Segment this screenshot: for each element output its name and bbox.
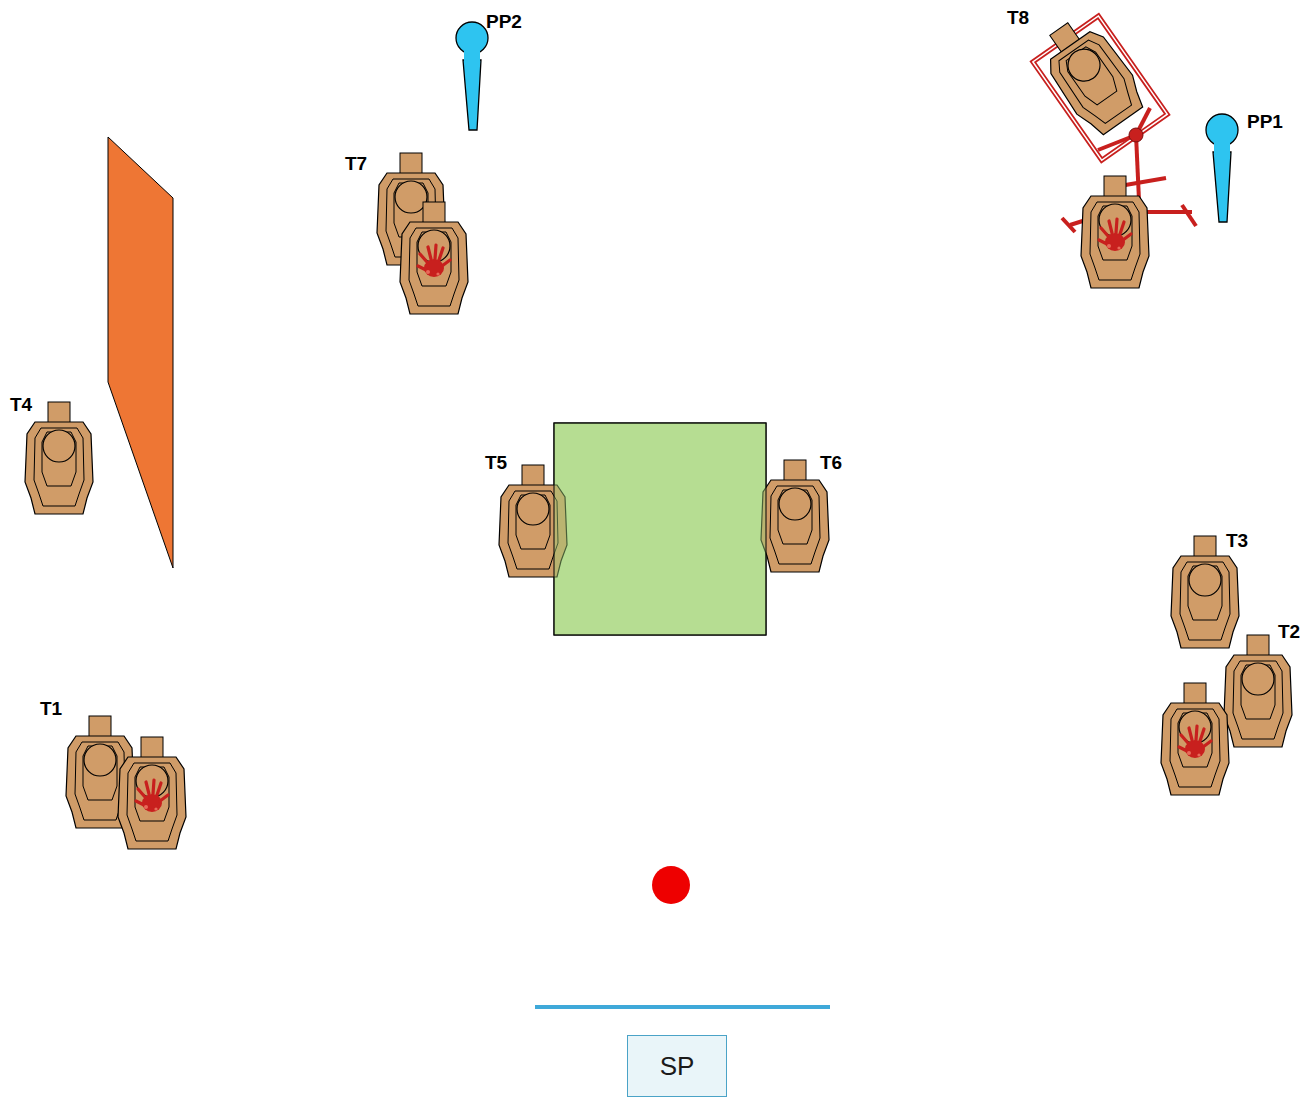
target-label: PP1 [1247,112,1283,131]
box-text: SP [660,1051,695,1082]
target-label: PP2 [486,12,522,31]
target-label: T1 [40,699,62,718]
target-label: T2 [1278,622,1300,641]
target-label: T5 [485,453,507,472]
target-label: T7 [345,154,367,173]
target-label: T3 [1226,531,1248,550]
target-label: T4 [10,395,32,414]
start-position-box: SP [627,1035,727,1097]
target-label: T6 [820,453,842,472]
target-label: T8 [1007,8,1029,27]
